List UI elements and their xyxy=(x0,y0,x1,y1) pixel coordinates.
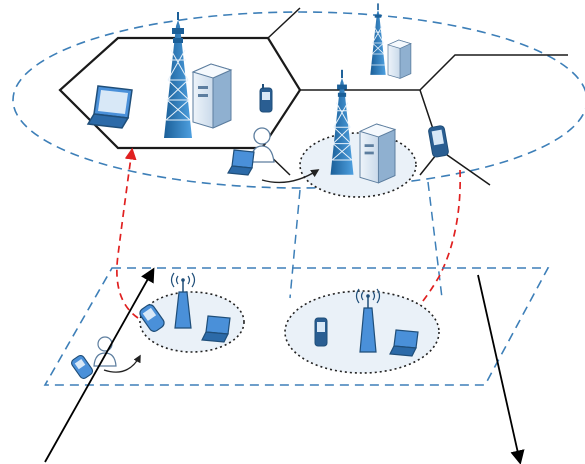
cell-tower-icon xyxy=(164,12,192,138)
small-cell-coverage xyxy=(299,132,417,198)
server-rack-icon xyxy=(358,123,397,184)
red-link-left xyxy=(116,147,139,319)
mobile-phone-icon xyxy=(71,354,94,380)
pointer-arrow-right xyxy=(477,274,525,464)
laptop-icon xyxy=(389,329,419,357)
cell-tower-icon xyxy=(370,3,386,75)
laptop-icon xyxy=(227,149,255,176)
user-icon xyxy=(249,127,275,163)
pointer-arrow-left xyxy=(44,267,155,463)
mobile-phone-icon xyxy=(259,84,273,113)
macro-layer-outline xyxy=(12,11,585,189)
server-rack-icon xyxy=(386,39,412,79)
handover-arrow xyxy=(261,169,320,184)
cell-tower-icon xyxy=(330,69,354,175)
mobile-phone-icon xyxy=(139,304,165,332)
laptop-icon xyxy=(201,315,231,343)
projection-lines xyxy=(289,181,443,299)
mobile-phone-icon xyxy=(428,125,449,158)
mobile-phone-icon xyxy=(314,317,328,347)
wireless-access-point-icon xyxy=(170,272,196,329)
server-rack-icon xyxy=(191,63,233,129)
laptop-icon xyxy=(86,85,133,129)
handover-arrow xyxy=(103,354,141,373)
wireless-access-point-icon xyxy=(355,288,381,353)
small-cell-layer-outline xyxy=(43,267,550,386)
